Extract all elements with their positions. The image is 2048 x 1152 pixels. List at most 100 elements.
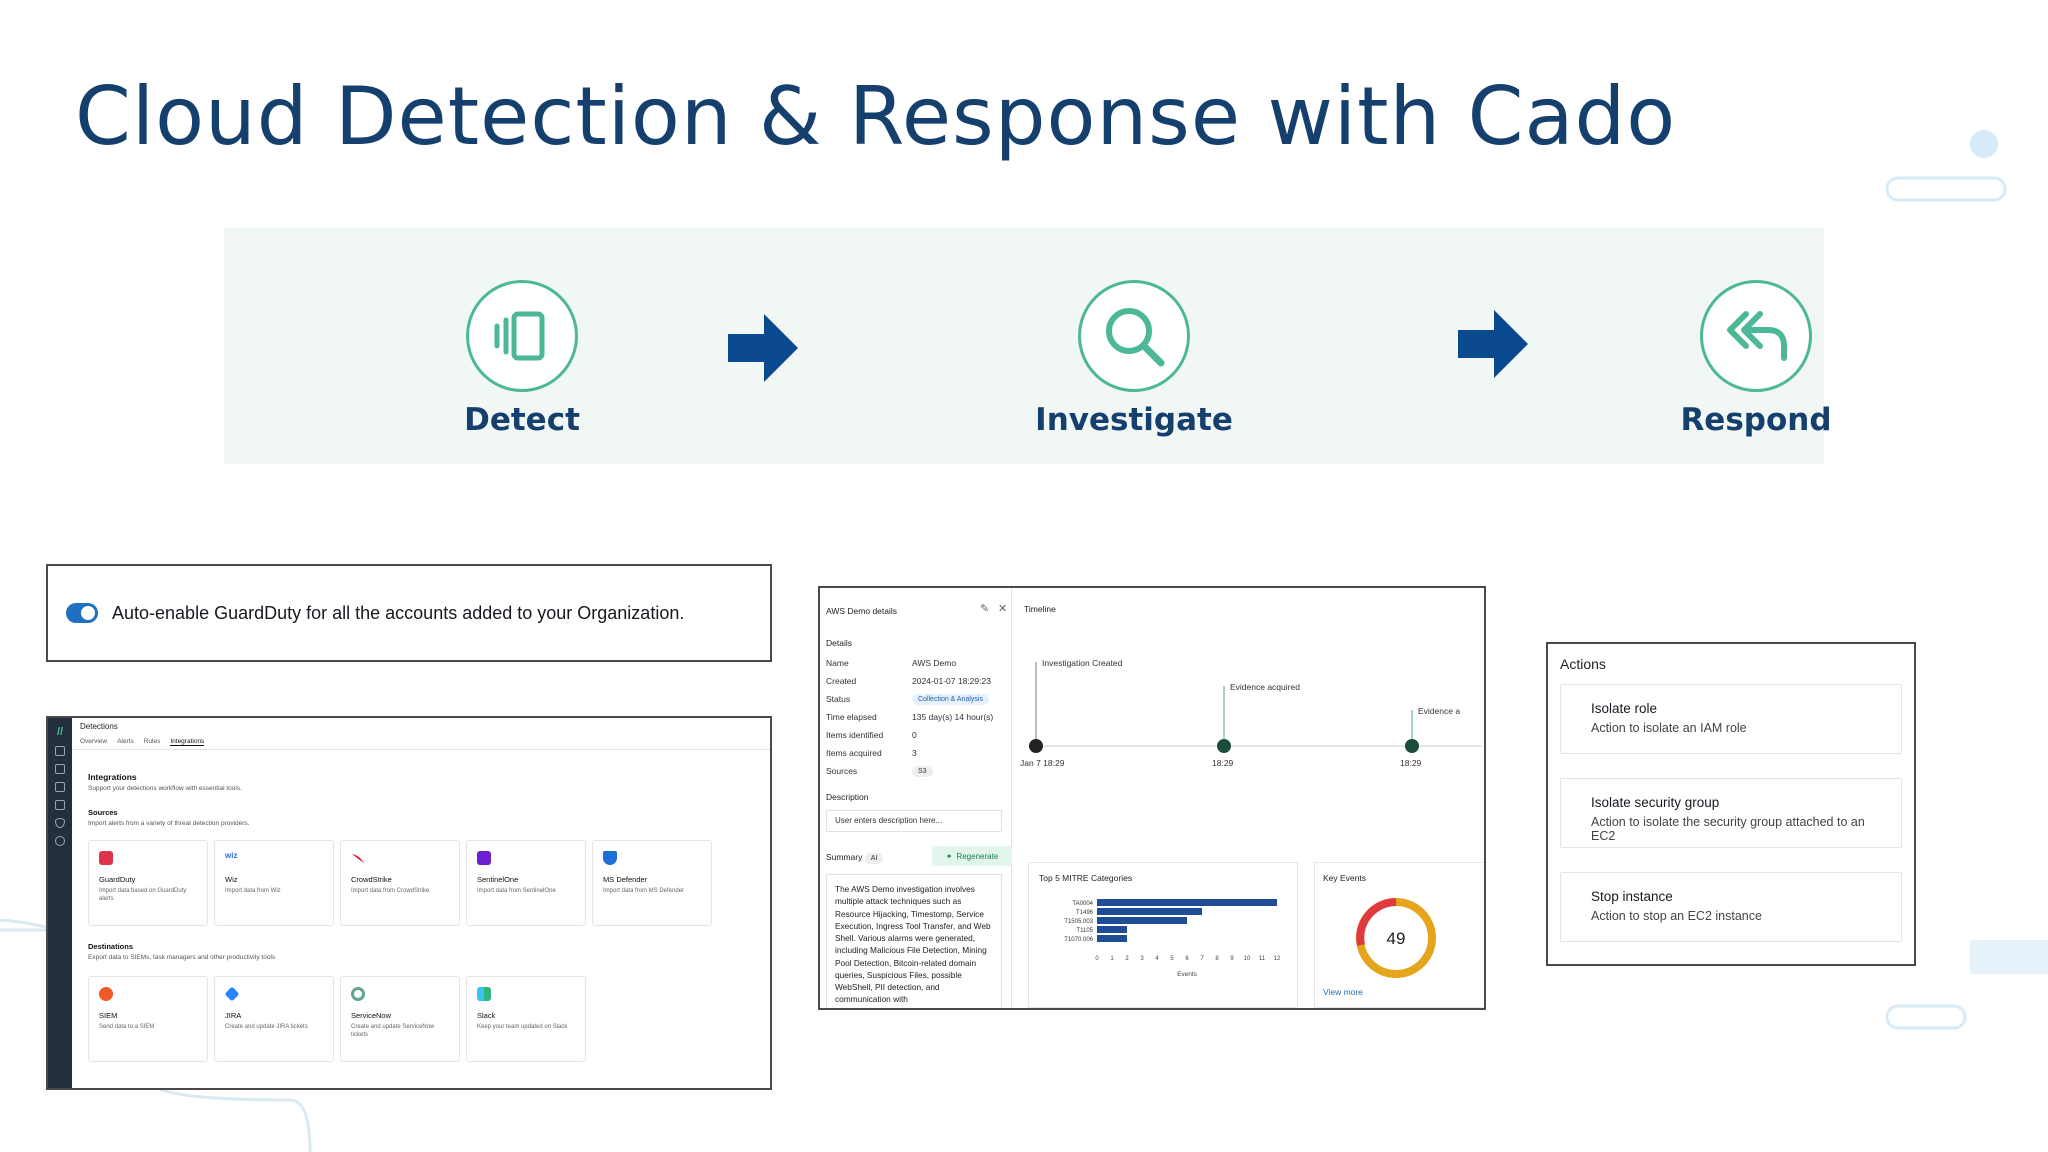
action-title: Stop instance [1591, 889, 1673, 904]
mitre-bar [1097, 935, 1127, 942]
tab-overview[interactable]: Overview [80, 738, 108, 745]
integration-name: JIRA [225, 1011, 242, 1020]
integration-card-guardduty[interactable]: GuardDuty Import data based on GuardDuty… [88, 840, 208, 926]
integrations-subtitle: Support your detections workflow with es… [88, 785, 242, 792]
source-badge: S3 [912, 766, 933, 777]
action-desc: Action to isolate an IAM role [1591, 721, 1747, 735]
detail-value: 3 [912, 748, 917, 758]
detail-value: 0 [912, 730, 917, 740]
integration-card-ms-defender[interactable]: MS Defender Import data from MS Defender [592, 840, 712, 926]
timeline-time-label: Jan 7 18:29 [1020, 758, 1065, 768]
evidence-icon[interactable] [55, 782, 65, 792]
integration-name: SIEM [99, 1011, 118, 1020]
summary-label: Summary [826, 852, 863, 862]
detail-key: Created [826, 676, 857, 686]
page-title: Cloud Detection & Response with Cado [75, 70, 1677, 163]
view-more-link[interactable]: View more [1323, 987, 1363, 997]
guardduty-panel: Auto-enable GuardDuty for all the accoun… [46, 564, 772, 662]
integration-name: CrowdStrike [351, 875, 392, 884]
guardduty-toggle-label: Auto-enable GuardDuty for all the accoun… [112, 602, 685, 623]
step-label: Detect [464, 402, 580, 438]
integration-card-crowdstrike[interactable]: CrowdStrike Import data from CrowdStrike [340, 840, 460, 926]
detail-value: 135 day(s) 14 hour(s) [912, 712, 994, 722]
detail-key: Name [826, 658, 849, 668]
integration-name: GuardDuty [99, 875, 136, 884]
sources-subtitle: Import alerts from a variety of threat d… [88, 820, 250, 827]
action-isolate-role[interactable]: Isolate role Action to isolate an IAM ro… [1560, 684, 1902, 754]
detail-row: Sources S3 [826, 766, 933, 777]
integration-name: Wiz [225, 875, 238, 884]
ai-badge: AI [864, 853, 884, 864]
details-title: Details [826, 638, 852, 648]
integration-card-siem[interactable]: SIEM Send data to a SIEM [88, 976, 208, 1062]
action-title: Isolate role [1591, 701, 1658, 716]
guardduty-icon [99, 851, 113, 865]
step-label: Respond [1680, 402, 1832, 438]
integration-card-servicenow[interactable]: ServiceNow Create and update ServiceNow … [340, 976, 460, 1062]
mitre-tick-label: 6 [1185, 956, 1189, 962]
status-badge: Collection & Analysis [912, 694, 989, 705]
description-field[interactable]: User enters description here... [826, 810, 1002, 832]
integration-card-wiz[interactable]: wiz Wiz Import data from Wiz [214, 840, 334, 926]
integration-card-slack[interactable]: Slack Keep your team updated on Slack [466, 976, 586, 1062]
action-stop-instance[interactable]: Stop instance Action to stop an EC2 inst… [1560, 872, 1902, 942]
mitre-tick-label: 0 [1095, 956, 1099, 962]
step-investigate: Investigate [984, 280, 1284, 438]
tab-rules[interactable]: Rules [143, 738, 161, 745]
investigation-details: AWS Demo details ✎ ✕ Details Name AWS Dem… [820, 588, 1012, 1008]
mitre-tick-label: 10 [1244, 956, 1251, 962]
mitre-bar [1097, 926, 1127, 933]
tab-integrations[interactable]: Integrations [170, 738, 205, 746]
mitre-tick-label: 3 [1140, 956, 1144, 962]
action-isolate-security-group[interactable]: Isolate security group Action to isolate… [1560, 778, 1902, 848]
integration-card-sentinelone[interactable]: SentinelOne Import data from SentinelOne [466, 840, 586, 926]
mitre-xlabel: Events [1177, 971, 1198, 978]
regenerate-button[interactable]: ✦Regenerate [932, 846, 1012, 866]
detections-tabs: Overview Alerts Rules Integrations [80, 738, 205, 746]
investigations-icon[interactable] [55, 764, 65, 774]
crowdstrike-icon [351, 851, 365, 865]
integration-desc: Import data from CrowdStrike [351, 888, 430, 894]
integration-name: ServiceNow [351, 1011, 392, 1020]
sources-section: Sources Import alerts from a variety of … [88, 808, 249, 827]
sources-title: Sources [88, 808, 118, 817]
tab-alerts[interactable]: Alerts [117, 738, 134, 745]
actions-title: Actions [1560, 656, 1606, 672]
key-events-title: Key Events [1323, 873, 1366, 883]
sources-cards: GuardDuty Import data based on GuardDuty… [88, 840, 712, 926]
shield-icon[interactable] [55, 818, 65, 828]
close-icon[interactable]: ✕ [998, 603, 1008, 615]
edit-icon[interactable]: ✎ [980, 603, 990, 615]
guardduty-toggle[interactable] [66, 603, 98, 623]
integration-card-jira[interactable]: JIRA Create and update JIRA tickets [214, 976, 334, 1062]
settings-icon[interactable] [55, 836, 65, 846]
key-events-card: Key Events 49 View more [1314, 862, 1484, 1008]
mitre-title: Top 5 MITRE Categories [1039, 873, 1133, 883]
investigation-visuals: Timeline Investigation Created Evidence … [1012, 588, 1484, 1008]
sparkle-icon: ✦ [945, 851, 953, 861]
detections-panel: // Detections Overview Alerts Rules Inte… [46, 716, 772, 1090]
siem-icon [99, 987, 113, 1001]
reply-all-icon [1700, 280, 1812, 392]
summary-text: The AWS Demo investigation involves mult… [826, 874, 1002, 1008]
ms-defender-icon [603, 851, 617, 865]
detections-header: Detections [80, 722, 118, 731]
home-icon[interactable] [55, 746, 65, 756]
integration-desc: Import data from SentinelOne [477, 888, 556, 894]
detail-value: AWS Demo [912, 658, 957, 668]
panel-title: AWS Demo details [826, 606, 898, 616]
timeline-time-label: 18:29 [1400, 758, 1422, 768]
cloud-icon[interactable] [55, 800, 65, 810]
action-title: Isolate security group [1591, 795, 1720, 810]
detail-key: Sources [826, 766, 858, 776]
mitre-tick-label: 9 [1230, 956, 1234, 962]
search-icon [1078, 280, 1190, 392]
description-title: Description [826, 792, 869, 802]
detail-key: Status [826, 694, 851, 704]
